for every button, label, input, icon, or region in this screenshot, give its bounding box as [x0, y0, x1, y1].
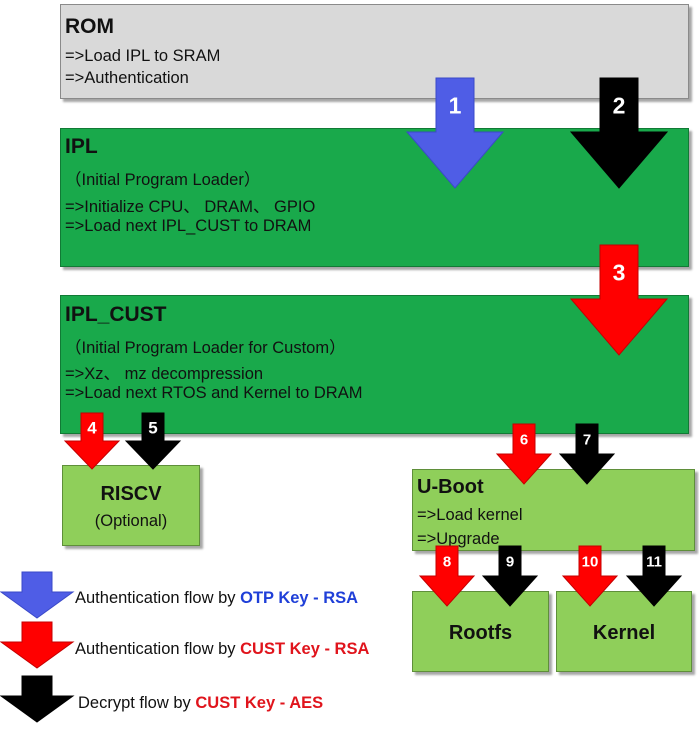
flow-arrow-11: 11 [625, 545, 683, 607]
rootfs-box: Rootfs [412, 591, 549, 672]
ipl-cust-title: IPL_CUST [65, 303, 167, 326]
legend-cust-rsa-prefix: Authentication flow by [75, 640, 241, 658]
flow-arrow-11-shape [625, 545, 683, 607]
flow-arrow-8-shape [418, 545, 476, 607]
legend-otp-rsa-prefix: Authentication flow by [75, 589, 241, 607]
flow-arrow-9: 9 [481, 545, 539, 607]
flow-arrow-6: 6 [495, 423, 553, 485]
flow-arrow-5-label: 5 [148, 418, 157, 437]
legend-arrow-blue [0, 571, 75, 619]
flow-arrow-9-shape [481, 545, 539, 607]
flow-arrow-2: 2 [569, 77, 669, 189]
flow-arrow-4: 4 [63, 412, 121, 470]
flow-arrow-2-shape [569, 77, 669, 189]
uboot-box: U-Boot =>Load kernel =>Upgrade [412, 469, 695, 551]
flow-arrow-10-label: 10 [582, 554, 599, 571]
ipl-line-1: （Initial Program Loader） [65, 171, 261, 189]
flow-arrow-7-shape [558, 423, 616, 485]
flow-arrow-6-shape [495, 423, 553, 485]
legend-cust-rsa-key: CUST Key - RSA [240, 640, 370, 658]
rom-line-2: =>Authentication [65, 69, 189, 87]
flow-arrow-6-label: 6 [520, 432, 528, 449]
ipl-cust-line-2: =>Xz、 mz decompression [65, 365, 264, 383]
riscv-box: RISCV (Optional) [62, 465, 200, 546]
rom-line-1: =>Load IPL to SRAM [65, 47, 221, 65]
flow-arrow-8: 8 [418, 545, 476, 607]
ipl-cust-line-3: =>Load next RTOS and Kernel to DRAM [65, 384, 363, 402]
flow-arrow-8-label: 8 [443, 554, 451, 571]
ipl-line-3: =>Load next IPL_CUST to DRAM [65, 217, 312, 235]
flow-arrow-7: 7 [558, 423, 616, 485]
legend-otp-rsa: Authentication flow by OTP Key - RSA [75, 589, 358, 608]
uboot-title: U-Boot [417, 476, 484, 498]
flow-arrow-4-label: 4 [87, 418, 97, 437]
uboot-line-1: =>Load kernel [417, 506, 523, 524]
flow-arrow-7-label: 7 [583, 432, 591, 449]
ipl-box: IPL （Initial Program Loader） =>Initializ… [60, 128, 689, 267]
legend-arrow-red [0, 621, 75, 669]
ipl-line-2: =>Initialize CPU、 DRAM、 GPIO [65, 198, 316, 216]
ipl-title: IPL [65, 135, 98, 158]
kernel-title: Kernel [592, 622, 656, 644]
flow-arrow-3-label: 3 [613, 260, 626, 286]
flow-arrow-1-shape [405, 77, 505, 189]
legend-cust-aes-key: CUST Key - AES [195, 694, 324, 712]
flow-arrow-3-shape [569, 244, 669, 356]
ipl-cust-box: IPL_CUST （Initial Program Loader for Cus… [60, 295, 689, 434]
flow-arrow-2-label: 2 [613, 93, 626, 119]
riscv-title: RISCV [100, 483, 162, 505]
rom-title: ROM [65, 15, 114, 38]
flow-arrow-5-shape [124, 412, 182, 470]
legend-cust-rsa: Authentication flow by CUST Key - RSA [75, 640, 369, 659]
rootfs-title: Rootfs [448, 622, 513, 644]
riscv-subtitle: (Optional) [94, 512, 168, 530]
ipl-cust-line-1: （Initial Program Loader for Custom） [65, 339, 346, 357]
legend-cust-aes-prefix: Decrypt flow by [78, 694, 196, 712]
flow-arrow-1-label: 1 [449, 93, 462, 119]
legend-arrow-black [0, 675, 75, 723]
flow-arrow-11-label: 11 [646, 554, 662, 571]
rom-box: ROM =>Load IPL to SRAM =>Authentication [60, 4, 689, 99]
flow-arrow-1: 1 [405, 77, 505, 189]
flow-arrow-10: 10 [561, 545, 619, 607]
flow-arrow-3: 3 [569, 244, 669, 356]
flow-arrow-9-label: 9 [506, 554, 514, 571]
flow-arrow-10-shape [561, 545, 619, 607]
legend-otp-rsa-key: OTP Key - RSA [240, 589, 359, 607]
uboot-line-2: =>Upgrade [417, 530, 500, 548]
flow-arrow-4-shape [63, 412, 121, 470]
flow-arrow-5: 5 [124, 412, 182, 470]
legend-cust-aes: Decrypt flow by CUST Key - AES [78, 694, 323, 713]
kernel-box: Kernel [556, 591, 692, 672]
